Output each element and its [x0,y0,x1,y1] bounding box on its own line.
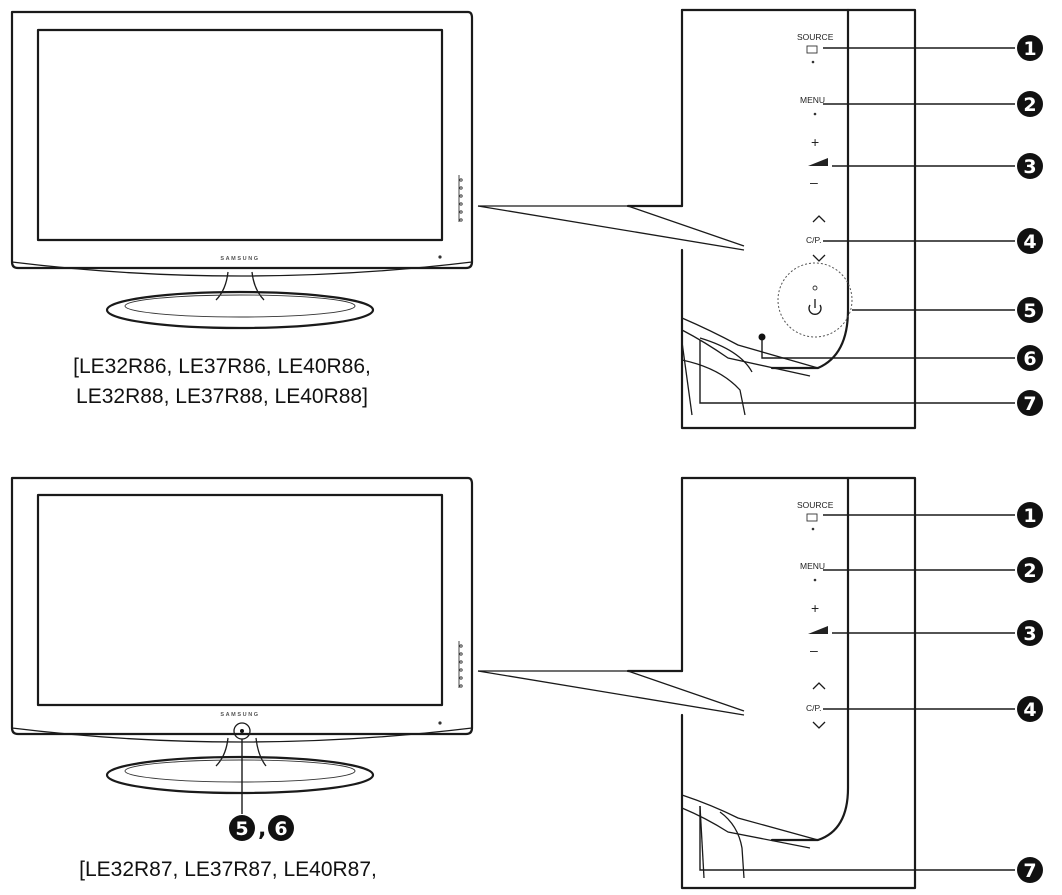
callouts-top [699,47,1015,404]
badges-bottom: 1 2 3 4 7 [1017,502,1043,883]
badge-3: 3 [1017,620,1043,646]
side-buttons [458,641,463,688]
badge-2: 2 [1017,91,1043,117]
source-label: SOURCE [797,32,834,42]
svg-text:5: 5 [1023,300,1036,322]
badge-5: 5 [229,815,255,841]
chevron-up-icon [812,682,826,690]
power-icon [808,299,822,315]
badge-2: 2 [1017,557,1043,583]
panel-buttons-bottom: SOURCE MENU + – C/P. [797,500,834,729]
tv-front-bottom: SAMSUNG [10,476,474,795]
svg-text:5: 5 [235,818,248,840]
badge-4: 4 [1017,696,1043,722]
brand-logo: SAMSUNG [220,712,259,718]
badge-3: 3 [1017,153,1043,179]
badge-5: 5 [1017,297,1043,323]
caption-top-line1: [LE32R86, LE37R86, LE40R86, [73,355,371,378]
svg-text:3: 3 [1023,156,1036,178]
menu-label: MENU [800,95,825,105]
badge-separator: , [258,817,266,842]
badge-1: 1 [1017,35,1043,61]
badge-7: 7 [1017,390,1043,416]
svg-text:4: 4 [1023,231,1036,253]
power-ring [777,262,853,338]
badge-7: 7 [1017,857,1043,883]
svg-text:4: 4 [1023,699,1036,721]
control-panel-top [626,8,917,430]
svg-text:3: 3 [1023,623,1036,645]
menu-label: MENU [800,561,825,571]
badges-front: 5 , 6 [229,815,294,842]
chevron-down-icon [812,721,826,729]
svg-text:7: 7 [1023,393,1036,415]
brand-logo: SAMSUNG [220,256,259,262]
vol-minus-label: – [810,174,818,190]
chevron-up-icon [812,215,826,223]
caption-top-line2: LE32R88, LE37R88, LE40R88] [76,385,368,408]
control-panel-bottom [626,476,917,890]
badge-4: 4 [1017,228,1043,254]
panel-buttons-top: SOURCE MENU + – C/P. [758,32,853,341]
callouts-bottom [699,514,1015,871]
volume-icon [808,626,828,634]
channel-label: C/P. [806,235,821,245]
svg-text:6: 6 [1023,348,1036,370]
badges-top: 1 2 3 4 5 6 7 [1017,35,1043,416]
channel-label: C/P. [806,703,821,713]
tv-front-top: SAMSUNG [10,10,474,330]
svg-text:2: 2 [1023,560,1036,582]
svg-text:2: 2 [1023,94,1036,116]
chevron-down-icon [812,254,826,262]
side-buttons [458,175,463,222]
source-label: SOURCE [797,500,834,510]
sensor-dot [758,333,766,341]
svg-text:6: 6 [274,818,287,840]
vol-plus-label: + [811,134,819,150]
vol-plus-label: + [811,600,819,616]
badge-6: 6 [268,815,294,841]
svg-text:1: 1 [1023,38,1036,60]
caption-bottom-line1: [LE32R87, LE37R87, LE40R87, [79,858,377,881]
badge-1: 1 [1017,502,1043,528]
svg-text:7: 7 [1023,860,1036,882]
svg-text:1: 1 [1023,505,1036,527]
vol-minus-label: – [810,642,818,658]
badge-6: 6 [1017,345,1043,371]
volume-icon [808,158,828,166]
